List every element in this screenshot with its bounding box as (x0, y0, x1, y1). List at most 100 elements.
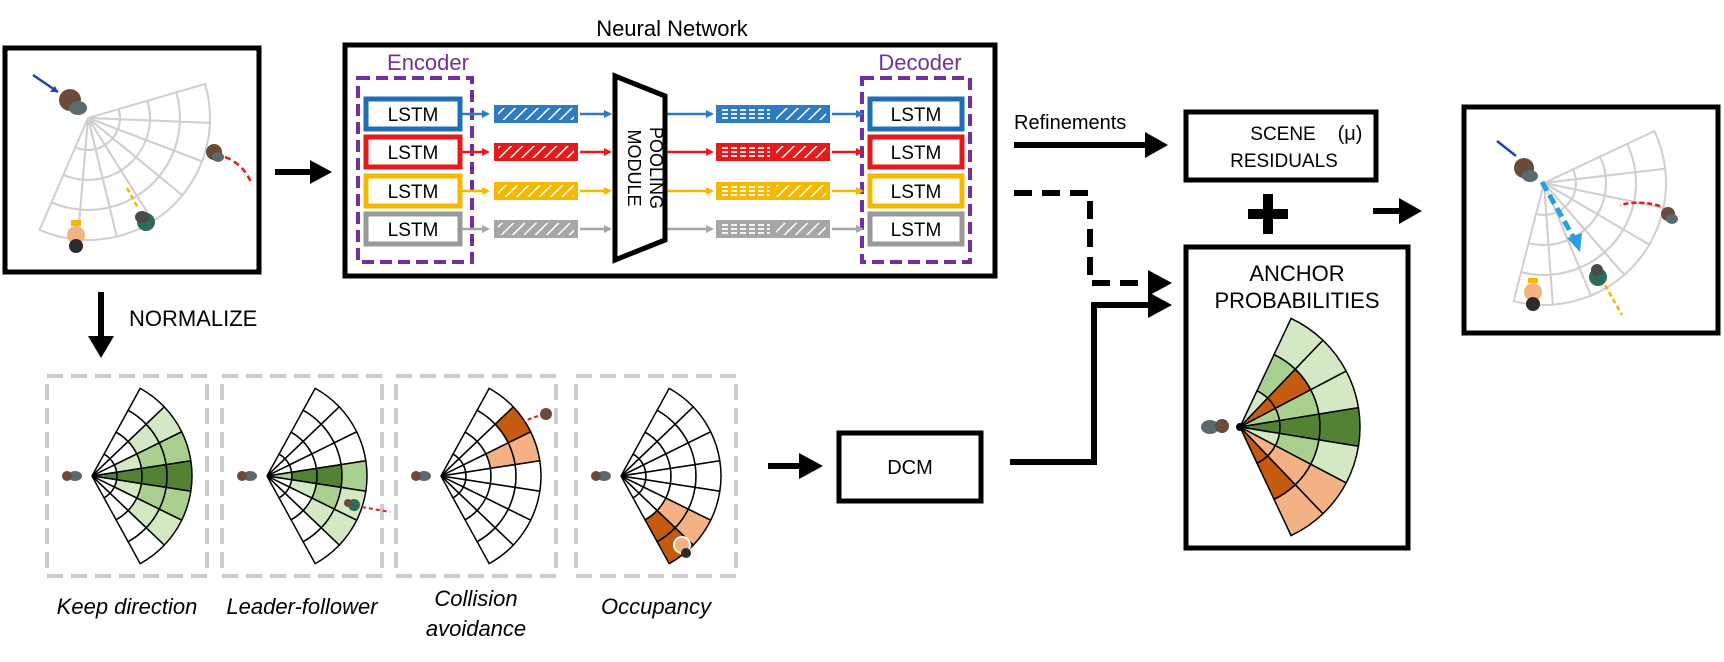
decoder-lstm-cell (867, 173, 965, 209)
scene-residuals-line1: SCENE (1250, 124, 1315, 145)
pedestrian-head (62, 471, 72, 481)
refinements-label: Refinements (1014, 112, 1126, 134)
encoder-box (356, 76, 474, 264)
pooled-state-hatch (776, 108, 826, 120)
interaction-panel-frame (394, 374, 558, 578)
interaction-label: Keep direction (57, 594, 198, 619)
neighbour-path (361, 506, 391, 513)
fan-cell (694, 459, 722, 493)
pedestrian-icon (237, 471, 257, 481)
hidden-state-hatch (498, 108, 574, 120)
scene-residuals-box: SCENE (μ) RESIDUALS (1183, 109, 1379, 183)
encoder-lstm-label: LSTM (388, 143, 439, 164)
dcm-box: DCM (836, 430, 984, 504)
interaction-fan (266, 387, 368, 565)
interaction-panel: Occupancy (574, 374, 738, 619)
anchor-probability-fan (1239, 317, 1361, 537)
pedestrian-right-icon (206, 144, 254, 186)
input-grid-fan (38, 82, 211, 241)
neighbour-path (523, 415, 539, 422)
neighbour-pedestrian-icon (344, 499, 391, 513)
fan-cell (302, 526, 341, 565)
fan-cell (340, 459, 368, 493)
decoder-label: Decoder (878, 50, 961, 75)
pooled-state-hatch (776, 146, 826, 158)
pedestrian-head (237, 471, 247, 481)
interaction-panels: Keep direction Leader-follower Collisionav… (45, 374, 738, 641)
anchor-pedestrian-icon (1201, 419, 1244, 434)
obstacle-pedestrian-icon (673, 536, 691, 558)
scene-residuals-mu: (μ) (1338, 123, 1363, 145)
arrow-dcm-to-anchor-head (1148, 292, 1172, 318)
input-scene (2, 45, 262, 275)
arrow-to-output-head (1399, 198, 1422, 224)
neighbour-head (540, 408, 552, 420)
decoder-box (860, 76, 972, 264)
output-pedestrian-bottom-icon (1589, 264, 1624, 316)
pooling-module: POOLING MODULE (612, 72, 668, 264)
fan-cell (127, 526, 166, 565)
pedestrian-bottom-icon (125, 187, 155, 231)
neural-network-title: Neural Network (596, 16, 749, 41)
interaction-panel-frame (574, 374, 738, 578)
pedestrian-icon (591, 471, 611, 481)
decoder-lstm-label: LSTM (891, 220, 942, 241)
dcm-label: DCM (887, 457, 933, 479)
interaction-panel: Leader-follower (220, 374, 391, 619)
hidden-state-hatch (498, 223, 574, 235)
arrow-to-dcm-head (799, 453, 823, 479)
pooling-label-line1: POOLING (646, 127, 666, 209)
plus-sign (1248, 194, 1288, 234)
encoder-lstm-cell (363, 173, 463, 209)
decoder-lstm-label: LSTM (891, 143, 942, 164)
output-pedestrian-main-icon (1496, 140, 1582, 252)
pedestrian-icon (62, 471, 82, 481)
hidden-state-hatch (498, 146, 574, 158)
obstacle-head (681, 548, 691, 558)
pedestrian-body (597, 471, 611, 481)
arrow-input-to-network-head (310, 160, 332, 184)
interaction-label: Collision (434, 586, 517, 611)
fan-cell (1273, 483, 1324, 537)
encoder-lstm-cell (363, 134, 463, 170)
decoder-lstm-label: LSTM (891, 182, 942, 203)
arrow-network-to-anchor-dashed (1014, 190, 1150, 286)
encoder-lstm-cell (363, 96, 463, 132)
decoder-lstm-cell (867, 96, 965, 132)
pooling-label-line2: MODULE (624, 129, 644, 206)
lstm-row: LSTM LSTM (363, 134, 965, 170)
fan-cell (514, 459, 542, 493)
anchor-probabilities-box: ANCHOR PROBABILITIES (1183, 244, 1411, 551)
pedestrian-head (591, 471, 601, 481)
output-scene (1461, 104, 1721, 336)
output-grid-fan (1512, 129, 1667, 306)
arrow-dcm-to-anchor (1010, 302, 1150, 465)
anchor-label-line2: PROBABILITIES (1214, 288, 1379, 313)
normalize-label: NORMALIZE (129, 306, 257, 331)
pedestrian-left-icon (67, 220, 85, 253)
pedestrian-head (411, 471, 421, 481)
decoder-lstm-cell (867, 134, 965, 170)
interaction-label: Leader-follower (226, 594, 379, 619)
encoder-label: Encoder (387, 50, 469, 75)
pooled-state-hatch (776, 223, 826, 235)
interaction-panel-frame (220, 374, 384, 578)
pooled-state-hatch (776, 185, 826, 197)
interaction-label: Occupancy (601, 594, 713, 619)
arrow-refinements-head (1145, 132, 1168, 158)
arrow-normalize-head (88, 336, 114, 358)
interaction-fan (91, 387, 193, 565)
fan-cell (476, 526, 515, 565)
scene-residuals-line2: RESIDUALS (1230, 151, 1338, 172)
interaction-fan (440, 387, 542, 565)
arrow-network-to-anchor-head (1148, 270, 1172, 296)
interaction-panel-frame (45, 374, 209, 578)
encoder-lstm-label: LSTM (388, 105, 439, 126)
pedestrian-main-icon (32, 73, 87, 115)
